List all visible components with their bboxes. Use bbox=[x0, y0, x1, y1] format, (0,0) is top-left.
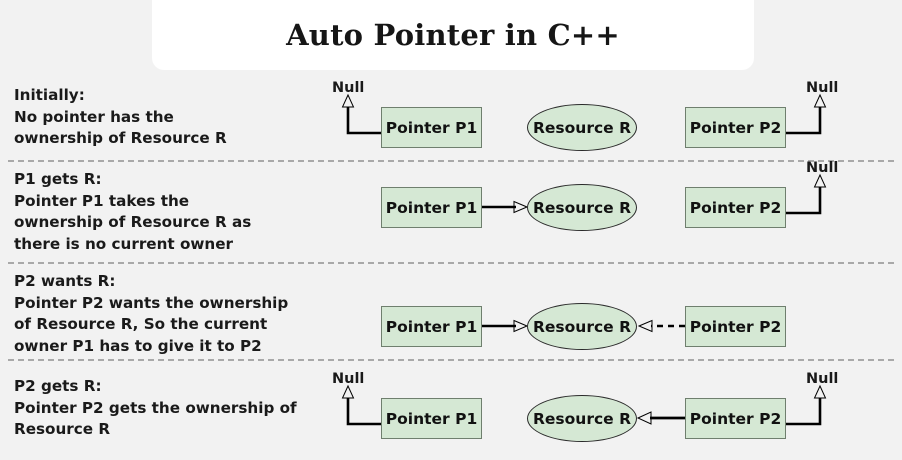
node-pointer-p2[interactable]: Pointer P2 bbox=[685, 398, 786, 439]
node-label: Pointer P1 bbox=[385, 409, 478, 428]
p2-null-connector bbox=[786, 173, 827, 215]
row-description: Initially: No pointer has the ownership … bbox=[14, 86, 227, 147]
node-resource-r[interactable]: Resource R bbox=[527, 184, 637, 231]
title-card: Auto Pointer in C++ bbox=[152, 0, 754, 70]
node-pointer-p1[interactable]: Pointer P1 bbox=[381, 107, 482, 148]
node-label: Pointer P2 bbox=[689, 118, 782, 137]
null-label-p2: Null bbox=[806, 160, 839, 176]
node-label: Pointer P1 bbox=[385, 198, 478, 217]
node-pointer-p2[interactable]: Pointer P2 bbox=[685, 187, 786, 228]
row-divider bbox=[8, 262, 894, 264]
node-label: Resource R bbox=[532, 317, 632, 336]
node-label: Pointer P1 bbox=[385, 118, 478, 137]
node-label: Pointer P2 bbox=[689, 409, 782, 428]
p2-to-resource-dashed-arrow bbox=[637, 319, 685, 333]
row-divider bbox=[8, 359, 894, 361]
null-label-p1: Null bbox=[332, 80, 365, 96]
p2-to-resource-arrow bbox=[636, 411, 685, 425]
node-pointer-p1[interactable]: Pointer P1 bbox=[381, 187, 482, 228]
node-label: Resource R bbox=[532, 409, 632, 428]
p1-to-resource-arrow bbox=[482, 319, 529, 333]
row-divider bbox=[8, 160, 894, 162]
node-resource-r[interactable]: Resource R bbox=[527, 303, 637, 350]
node-pointer-p2[interactable]: Pointer P2 bbox=[685, 107, 786, 148]
null-label-p1: Null bbox=[332, 371, 365, 387]
node-label: Resource R bbox=[532, 198, 632, 217]
p1-null-connector bbox=[341, 384, 382, 426]
p1-null-connector bbox=[341, 93, 382, 135]
p2-null-connector bbox=[786, 93, 827, 135]
node-label: Pointer P1 bbox=[385, 317, 478, 336]
p1-to-resource-arrow bbox=[482, 200, 529, 214]
node-pointer-p1[interactable]: Pointer P1 bbox=[381, 306, 482, 347]
node-pointer-p1[interactable]: Pointer P1 bbox=[381, 398, 482, 439]
node-label: Resource R bbox=[532, 118, 632, 137]
null-label-p2: Null bbox=[806, 80, 839, 96]
node-label: Pointer P2 bbox=[689, 317, 782, 336]
node-resource-r[interactable]: Resource R bbox=[527, 104, 637, 151]
node-resource-r[interactable]: Resource R bbox=[527, 395, 637, 442]
null-label-p2: Null bbox=[806, 371, 839, 387]
page-title: Auto Pointer in C++ bbox=[286, 18, 620, 52]
node-label: Pointer P2 bbox=[689, 198, 782, 217]
row-description: P1 gets R: Pointer P1 takes the ownershi… bbox=[14, 170, 252, 253]
row-description: P2 wants R: Pointer P2 wants the ownersh… bbox=[14, 272, 289, 355]
node-pointer-p2[interactable]: Pointer P2 bbox=[685, 306, 786, 347]
p2-null-connector bbox=[786, 384, 827, 426]
row-description: P2 gets R: Pointer P2 gets the ownership… bbox=[14, 377, 297, 438]
